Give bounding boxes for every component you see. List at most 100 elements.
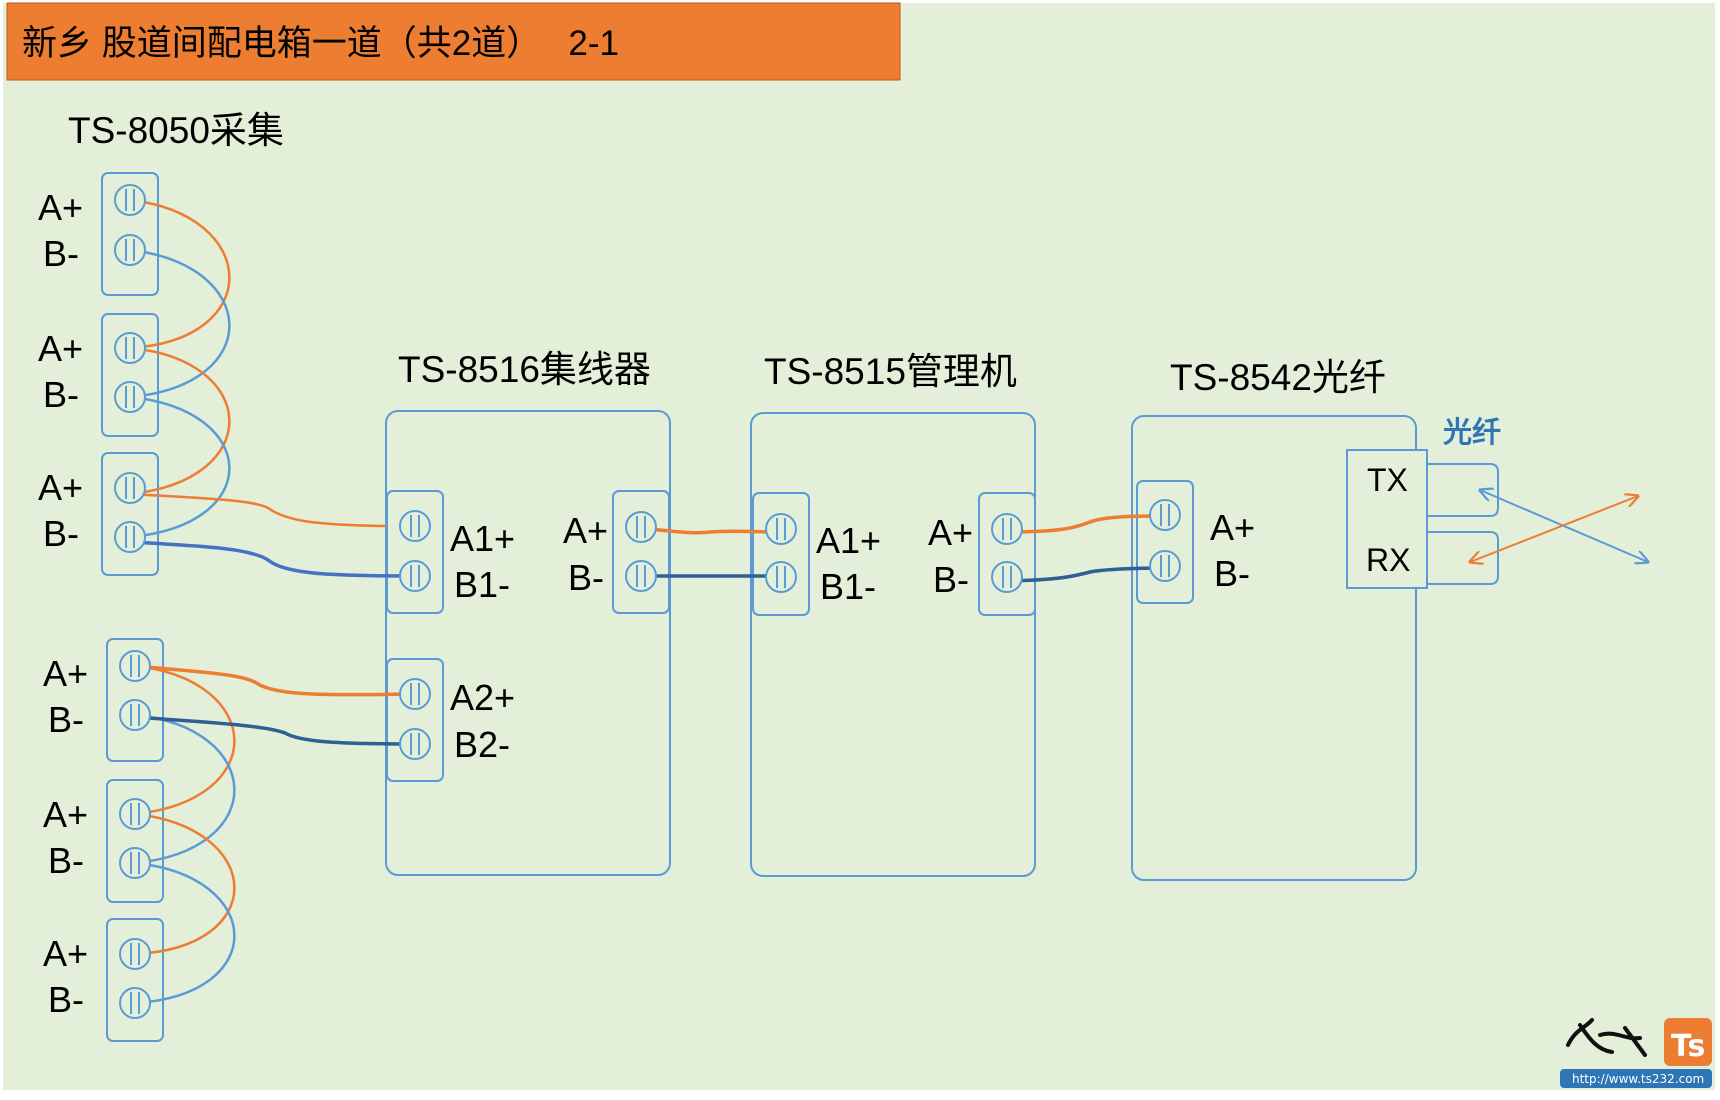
screw-terminal bbox=[119, 987, 151, 1019]
terminal-block bbox=[101, 452, 159, 576]
wire-a-collector-hub-1 bbox=[129, 492, 387, 528]
port-label: A+ bbox=[563, 510, 608, 551]
collector-title: TS-8050采集 bbox=[68, 110, 284, 151]
wire-b-chain bbox=[129, 248, 231, 399]
wire-b-chain bbox=[134, 713, 236, 865]
manager-device: A1+ B1- A+ B- bbox=[750, 412, 1036, 877]
screw-terminal bbox=[399, 560, 431, 592]
screw-terminal bbox=[114, 184, 146, 216]
terminal-label-a: A+ bbox=[38, 328, 83, 369]
wire-b-manager-fiber bbox=[1005, 566, 1166, 583]
terminal-block bbox=[106, 638, 164, 762]
screw-terminal bbox=[765, 513, 797, 545]
wire-a-chain bbox=[129, 346, 231, 496]
diagram-background bbox=[3, 3, 1715, 1090]
screw-terminals bbox=[114, 184, 1181, 1019]
screw-terminal bbox=[119, 938, 151, 970]
wire-b-collector-hub-2 bbox=[134, 715, 416, 746]
screw-terminal bbox=[119, 847, 151, 879]
port-label: B- bbox=[568, 557, 604, 598]
hub-box bbox=[385, 410, 671, 876]
collector-terminals: A+ B- A+ B- A+ B- A+ B- A+ B- A+ B- bbox=[38, 172, 164, 1042]
screw-terminal bbox=[991, 513, 1023, 545]
terminal-label-b: B- bbox=[43, 513, 79, 554]
terminal-block bbox=[1136, 480, 1194, 604]
terminal-label-a: A+ bbox=[43, 653, 88, 694]
port-label: B1- bbox=[820, 566, 876, 607]
port-label: B1- bbox=[454, 564, 510, 605]
rx-label: RX bbox=[1366, 542, 1410, 578]
terminal-block bbox=[386, 490, 444, 614]
screw-terminal bbox=[399, 510, 431, 542]
screw-terminal bbox=[114, 234, 146, 266]
screw-terminal bbox=[625, 560, 657, 592]
screw-terminal bbox=[114, 332, 146, 364]
fiber-converter-device: A+ B- TX RX bbox=[1131, 415, 1499, 881]
screw-terminal bbox=[114, 521, 146, 553]
wiring bbox=[129, 198, 1166, 1005]
terminal-label-b: B- bbox=[48, 979, 84, 1020]
port-label: B2- bbox=[454, 724, 510, 765]
port-label: B- bbox=[933, 559, 969, 600]
screw-terminal bbox=[765, 561, 797, 593]
port-label: A1+ bbox=[450, 518, 515, 559]
ts-logo-badge bbox=[1664, 1018, 1712, 1066]
fiber-rx-arrow bbox=[1470, 496, 1638, 562]
screw-terminal bbox=[114, 381, 146, 413]
wire-a-hub-manager bbox=[639, 526, 776, 535]
terminal-label-b: B- bbox=[43, 233, 79, 274]
fiber-converter-box bbox=[1131, 415, 1417, 881]
port-label: A+ bbox=[1210, 507, 1255, 548]
screw-terminal bbox=[119, 699, 151, 731]
terminal-label-a: A+ bbox=[38, 467, 83, 508]
terminal-block bbox=[612, 490, 670, 614]
ts-logo-text: Ts bbox=[1671, 1029, 1705, 1064]
watermark-url: http://www.ts232.com bbox=[1572, 1072, 1704, 1086]
wire-b-chain bbox=[129, 395, 231, 539]
port-label: A+ bbox=[928, 512, 973, 553]
screw-terminal bbox=[1149, 550, 1181, 582]
terminal-label-a: A+ bbox=[43, 794, 88, 835]
screw-terminal bbox=[399, 678, 431, 710]
wire-a-chain bbox=[129, 198, 231, 350]
terminal-block bbox=[101, 313, 159, 437]
terminal-block bbox=[978, 492, 1036, 616]
fiber-port-panel bbox=[1346, 449, 1428, 589]
watermark-url-bar bbox=[1560, 1069, 1712, 1088]
wire-a-collector-hub-2 bbox=[134, 664, 411, 697]
manager-box bbox=[750, 412, 1036, 877]
wire-a-manager-fiber bbox=[1005, 514, 1166, 534]
screw-terminal bbox=[399, 728, 431, 760]
signature-logo bbox=[1566, 1018, 1647, 1057]
wire-a-chain bbox=[134, 812, 236, 956]
terminal-block bbox=[752, 492, 810, 616]
port-label: B- bbox=[1214, 553, 1250, 594]
screw-terminal bbox=[114, 472, 146, 504]
port-label: A1+ bbox=[816, 520, 881, 561]
tx-label: TX bbox=[1367, 462, 1408, 498]
manager-title: TS-8515管理机 bbox=[764, 351, 1017, 392]
wire-a-chain bbox=[134, 664, 236, 816]
port-label: A2+ bbox=[450, 677, 515, 718]
hub-device: A1+ B1- A2+ B2- A+ B- bbox=[385, 410, 671, 876]
wire-b-chain bbox=[134, 861, 236, 1005]
screw-terminal bbox=[625, 511, 657, 543]
terminal-label-b: B- bbox=[43, 374, 79, 415]
fiber-converter-title: TS-8542光纤 bbox=[1170, 357, 1386, 398]
screw-terminal bbox=[991, 561, 1023, 593]
screw-terminal bbox=[119, 798, 151, 830]
wire-b-collector-hub-1 bbox=[129, 540, 416, 578]
hub-title: TS-8516集线器 bbox=[398, 349, 651, 390]
terminal-block bbox=[386, 658, 444, 782]
watermark: Ts http://www.ts232.com bbox=[1560, 1018, 1712, 1088]
fiber-label: 光纤 bbox=[1443, 416, 1501, 449]
terminal-block bbox=[106, 918, 164, 1042]
terminal-label-a: A+ bbox=[38, 187, 83, 228]
terminal-block bbox=[101, 172, 159, 296]
terminal-label-b: B- bbox=[48, 840, 84, 881]
terminal-block bbox=[106, 779, 164, 903]
terminal-label-b: B- bbox=[48, 699, 84, 740]
title-bar: 新乡 股道间配电箱一道（共2道） 2-1 bbox=[6, 2, 901, 81]
terminal-label-a: A+ bbox=[43, 933, 88, 974]
